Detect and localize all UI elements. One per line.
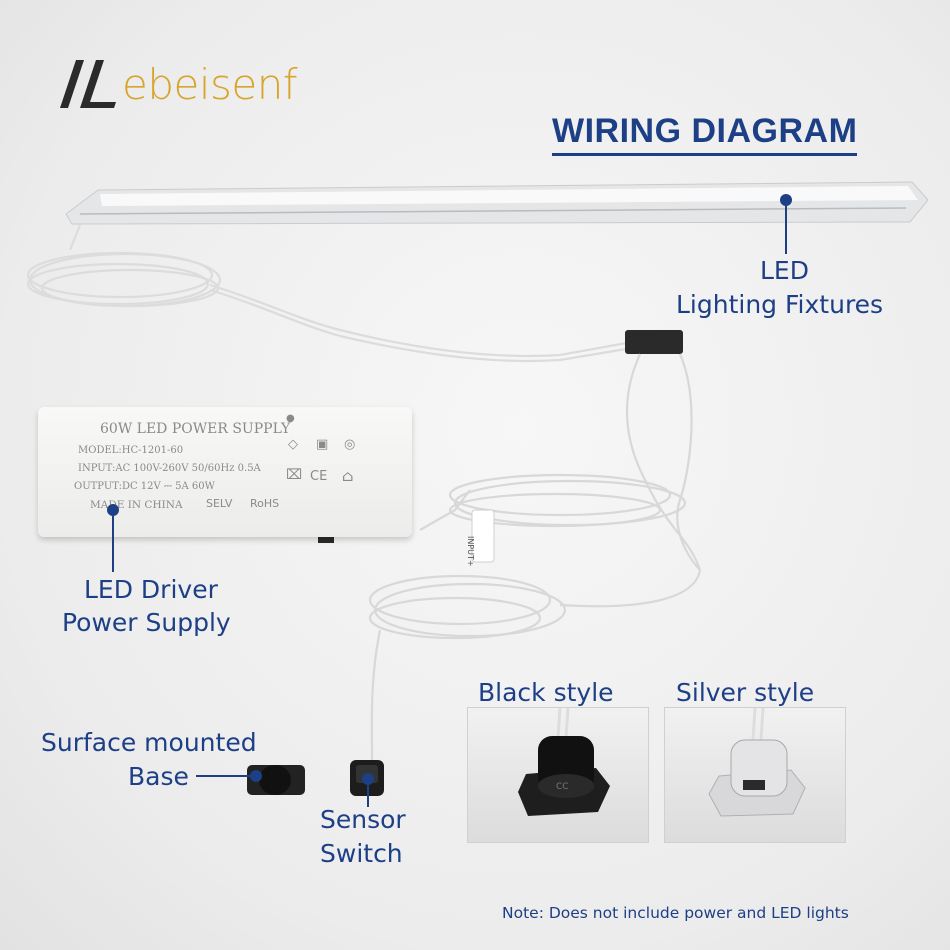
psu-rohs: RoHS: [250, 497, 280, 510]
recycle-bin-icon: ⌧: [286, 467, 303, 483]
led-fixture-callout-line: [785, 206, 787, 254]
base-label-2: Base: [128, 762, 189, 791]
sensor-cc-mark: CC: [556, 782, 569, 792]
power-supply-unit: 60W LED POWER SUPPLY MODEL:HC-1201-60 IN…: [38, 407, 412, 537]
safety-icon: ◇: [288, 437, 298, 452]
psu-output: OUTPUT:DC 12V ⎓ 5A 60W: [74, 481, 215, 492]
sensor-label-2: Switch: [320, 839, 403, 868]
psu-title: 60W LED POWER SUPPLY: [100, 421, 291, 437]
double-insulation-icon: ▣: [316, 437, 329, 452]
black-style-photo: CC: [467, 707, 649, 843]
silver-style-photo: [664, 707, 846, 843]
brand-mark-icon: [60, 60, 116, 108]
driver-label-2: Power Supply: [62, 608, 231, 637]
psu-input: INPUT:AC 100V-260V 50/60Hz 0.5A: [78, 463, 261, 474]
driver-label-1: LED Driver: [84, 575, 218, 604]
footnote: Note: Does not include power and LED lig…: [502, 904, 849, 922]
cable-to-sensor: [368, 353, 702, 761]
led-light-bar: [65, 181, 929, 225]
home-icon: ⌂: [342, 467, 354, 485]
psu-selv: SELV: [206, 497, 233, 510]
splitter-box: [625, 330, 683, 354]
brand-logo: ebeisenf: [60, 58, 298, 110]
led-fixture-label-2: Lighting Fixtures: [676, 290, 884, 319]
driver-callout-line: [112, 516, 114, 572]
base-label-1: Surface mounted: [41, 728, 257, 757]
led-fixture-callout-dot: [780, 194, 792, 206]
cable-coil-top: [26, 224, 633, 363]
sensor-callout-dot: [362, 773, 374, 785]
thermal-icon: ◎: [344, 437, 356, 452]
surface-base-device: [247, 765, 305, 795]
sensor-label-1: Sensor: [320, 805, 406, 834]
psu-model: MODEL:HC-1201-60: [78, 445, 184, 456]
base-callout-dot: [250, 770, 262, 782]
base-callout-line: [196, 775, 252, 777]
psu-ce: CE: [310, 469, 328, 484]
led-fixture-label-1: LED: [760, 256, 809, 285]
silver-style-label: Silver style: [676, 678, 815, 707]
black-style-label: Black style: [478, 678, 614, 707]
input-tag: INPUT+: [466, 536, 475, 567]
page-title: WIRING DIAGRAM: [552, 112, 858, 156]
sensor-callout-line: [367, 785, 369, 807]
psu-origin: MADE IN CHINA: [90, 499, 183, 511]
brand-name: ebeisenf: [122, 59, 298, 109]
led-indicator-icon: ●: [286, 413, 295, 424]
driver-callout-dot: [107, 504, 119, 516]
